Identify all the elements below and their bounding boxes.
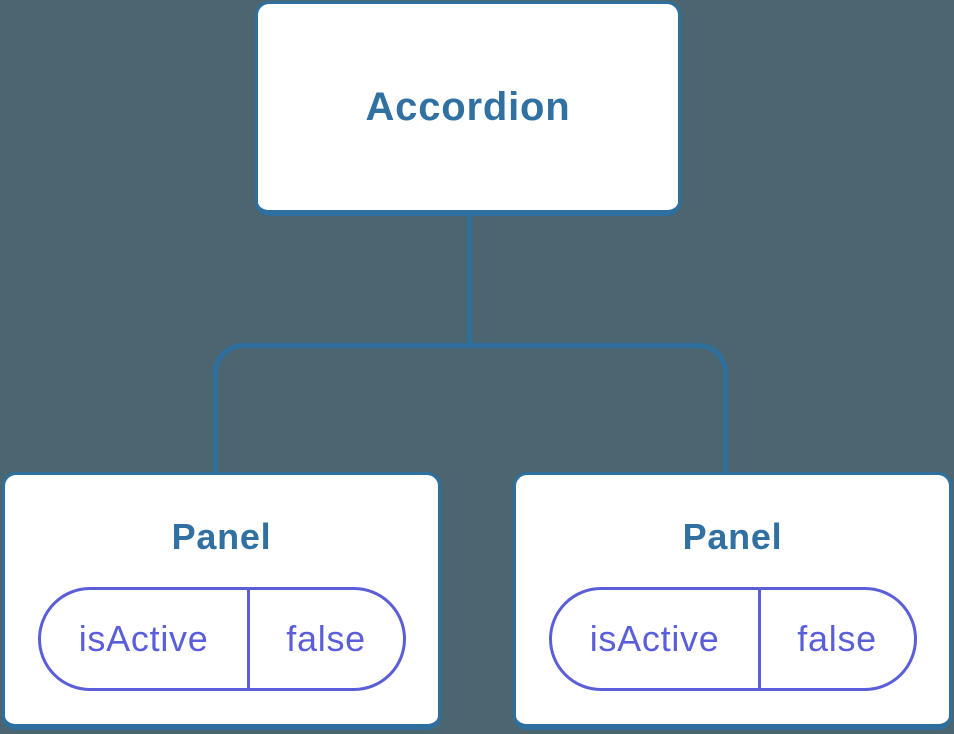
state-pill: isActive false xyxy=(548,587,917,691)
panel-node-label: Panel xyxy=(171,516,272,557)
panel-node-label: Panel xyxy=(682,516,783,557)
state-pill-value: false xyxy=(286,618,366,659)
panel-node-left: Panel isActive false xyxy=(2,472,441,730)
root-node-label: Accordion xyxy=(365,84,571,129)
connector-bracket xyxy=(213,343,728,474)
state-pill: isActive false xyxy=(37,587,406,691)
state-pill-key: isActive xyxy=(552,590,761,688)
connector-stem xyxy=(467,214,472,345)
root-node-accordion: Accordion xyxy=(255,1,681,216)
state-pill-key: isActive xyxy=(41,590,250,688)
state-pill-value: false xyxy=(797,618,877,659)
panel-node-right: Panel isActive false xyxy=(513,472,952,730)
